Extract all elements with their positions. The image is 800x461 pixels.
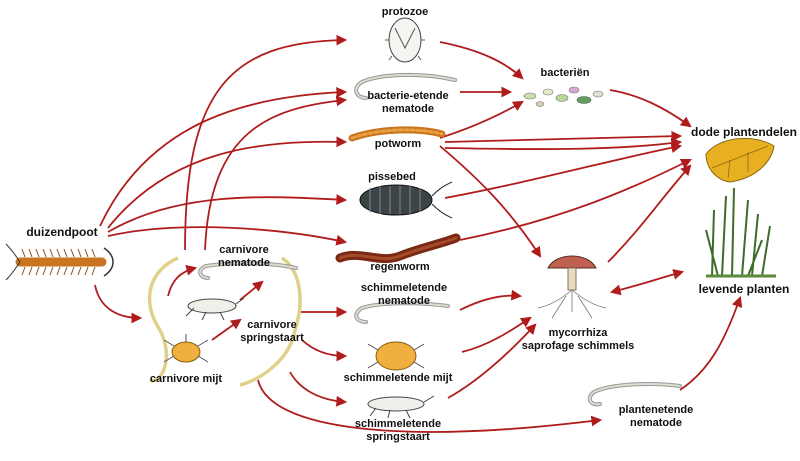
arrow-potworm-dode-2 <box>444 137 683 151</box>
label-carnivore-nematode-1: carnivore <box>219 244 269 256</box>
label-bacterie-nematode-2: nematode <box>382 103 434 115</box>
carnivore-group-bracket <box>147 256 302 387</box>
label-plant-nematode-1: plantenetende <box>619 404 694 416</box>
duizendpoot-illustration <box>5 243 114 281</box>
arrow-schimmel-mijt-myc <box>461 316 532 353</box>
label-schimmel-springstaart-2: springstaart <box>366 431 430 443</box>
label-mycorrhiza: mycorrhiza <box>549 327 609 339</box>
arrow-springstaart-nematode <box>239 280 264 301</box>
arrow-duizendpoot-regenworm <box>107 226 348 246</box>
dode-plantendelen-illustration <box>705 137 775 183</box>
regenworm-illustration <box>335 233 461 264</box>
arrow-potworm-bacterien <box>439 100 524 139</box>
mycorrhiza-illustration <box>537 255 607 319</box>
label-carnivore-mijt: carnivore mijt <box>150 373 222 385</box>
label-levende-planten: levende planten <box>699 282 790 296</box>
arrow-potworm-mycorrhiza <box>439 145 542 258</box>
arrow-protozoe-bacterien <box>439 41 524 80</box>
schimmel-springstaart-illustration <box>367 395 435 419</box>
label-carnivore-nematode-2: nematode <box>218 257 270 269</box>
arrow-cgroup-schimmel-mijt <box>301 339 348 362</box>
arrow-schimmel-springstaart-myc <box>447 323 537 399</box>
label-saprofage-schimmels: saprofage schimmels <box>522 340 635 352</box>
label-schimmel-mijt: schimmeletende mijt <box>344 372 453 384</box>
label-schimmel-springstaart-1: schimmeletende <box>355 418 441 430</box>
label-bacterien: bacteriën <box>541 67 590 79</box>
arrow-mijt-plant-nematode <box>257 379 603 433</box>
arrow-pred-bacterie-nematode-2 <box>204 95 348 251</box>
arrow-pred-carnivore-nematode <box>167 265 198 297</box>
label-duizendpoot: duizendpoot <box>26 225 97 239</box>
label-bacterie-nematode-1: bacterie-etende <box>367 90 448 102</box>
label-potworm: potworm <box>375 138 422 150</box>
protozoe-illustration <box>385 17 425 63</box>
arrows <box>94 34 743 433</box>
label-carnivore-springstaart-1: carnivore <box>247 319 297 331</box>
label-schimmel-nematode-1: schimmeletende <box>361 282 447 294</box>
arrow-pred-protozoe <box>184 34 348 251</box>
arrow-pissebed-dode <box>444 142 683 199</box>
labels: duizendpoot protozoe bacterie-etende nem… <box>26 6 797 443</box>
arrow-cgroup-schimmel-springstaart <box>289 371 348 407</box>
arrow-duizendpoot-bacterie-nematode <box>99 86 348 227</box>
label-regenworm: regenworm <box>370 261 430 273</box>
potworm-illustration <box>348 126 446 142</box>
bacterie-nematode-illustration <box>354 72 457 100</box>
carnivore-mijt-illustration <box>163 334 209 363</box>
arrow-myc-dode <box>607 164 692 263</box>
arrow-schimmel-nematode-myc <box>459 289 523 311</box>
carnivore-springstaart-illustration <box>185 297 245 321</box>
pissebed-illustration <box>359 181 453 219</box>
carnivore-nematode-illustration <box>198 261 298 280</box>
arrow-regenworm-dode <box>459 159 692 241</box>
arrow-bacterien-dode <box>609 89 692 128</box>
arrow-duizendpoot-pissebed <box>107 194 348 233</box>
schimmel-mijt-illustration <box>367 341 425 371</box>
label-pissebed: pissebed <box>368 171 416 183</box>
plant-nematode-illustration <box>587 382 682 407</box>
bacterien-illustration <box>523 86 604 107</box>
arrow-potworm-dode <box>444 130 683 143</box>
label-dode-plantendelen: dode plantendelen <box>691 125 797 139</box>
schimmel-nematode-illustration <box>354 301 450 324</box>
label-protozoe: protozoe <box>382 6 428 18</box>
label-carnivore-springstaart-2: springstaart <box>240 332 304 344</box>
label-schimmel-nematode-2: nematode <box>378 295 430 307</box>
label-plant-nematode-2: nematode <box>630 417 682 429</box>
arrow-plantnem-planten <box>679 295 743 391</box>
arrow-duizendpoot-carnivore-mijt <box>94 284 143 324</box>
arrow-mijt-springstaart <box>211 318 242 341</box>
arrow-duizendpoot-potworm <box>107 136 348 229</box>
levende-planten-illustration <box>705 187 776 278</box>
arrow-myc-planten <box>609 269 685 296</box>
